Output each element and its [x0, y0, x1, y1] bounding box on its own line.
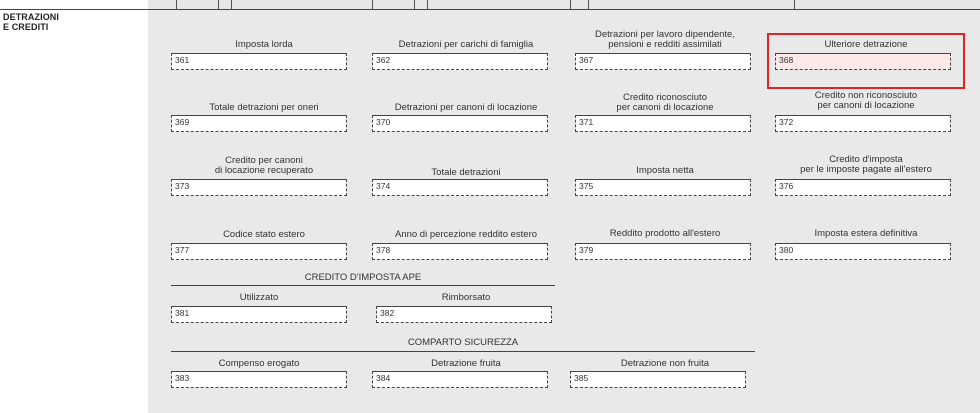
label-384: Detrazione fruita	[431, 358, 501, 369]
field-371[interactable]: 371	[575, 115, 751, 132]
code-382: 382	[380, 308, 395, 318]
code-370: 370	[376, 117, 391, 127]
label-369: Totale detrazioni per oneri	[209, 102, 319, 113]
top-divider	[414, 0, 415, 9]
label-379: Reddito prodotto all'estero	[609, 228, 721, 239]
label-370: Detrazioni per canoni di locazione	[394, 102, 538, 113]
top-divider	[176, 0, 177, 9]
label-383: Compenso erogato	[218, 358, 300, 369]
field-384[interactable]: 384	[372, 371, 548, 388]
label-381: Utilizzato	[239, 292, 279, 303]
label-367: Detrazioni per lavoro dipendente,pension…	[595, 29, 735, 50]
label-368: Ulteriore detrazione	[824, 39, 908, 50]
field-367[interactable]: 367	[575, 53, 751, 70]
field-382[interactable]: 382	[376, 306, 552, 323]
code-383: 383	[175, 373, 190, 383]
field-372[interactable]: 372	[775, 115, 951, 132]
label-378: Anno di percezione reddito estero	[394, 229, 538, 240]
field-373[interactable]: 373	[171, 179, 347, 196]
field-380[interactable]: 380	[775, 243, 951, 260]
code-378: 378	[376, 245, 391, 255]
ape-group-title: CREDITO D'IMPOSTA APE	[304, 272, 422, 283]
field-385[interactable]: 385	[570, 371, 746, 388]
field-361[interactable]: 361	[171, 53, 347, 70]
top-divider	[218, 0, 219, 9]
field-377[interactable]: 377	[171, 243, 347, 260]
top-divider	[427, 0, 428, 9]
code-385: 385	[574, 373, 589, 383]
label-374: Totale detrazioni	[431, 167, 501, 178]
label-361: Imposta lorda	[235, 39, 293, 50]
code-361: 361	[175, 55, 190, 65]
field-381[interactable]: 381	[171, 306, 347, 323]
code-373: 373	[175, 181, 190, 191]
code-362: 362	[376, 55, 391, 65]
label-375: Imposta netta	[636, 165, 694, 176]
top-divider	[588, 0, 589, 9]
label-380: Imposta estera definitiva	[814, 228, 918, 239]
label-382: Rimborsato	[441, 292, 491, 303]
section-title-line-1: DETRAZIONI	[3, 12, 59, 22]
code-369: 369	[175, 117, 190, 127]
code-372: 372	[779, 117, 794, 127]
field-379[interactable]: 379	[575, 243, 751, 260]
label-385: Detrazione non fruita	[620, 358, 710, 369]
top-strip	[148, 0, 980, 9]
field-378[interactable]: 378	[372, 243, 548, 260]
code-381: 381	[175, 308, 190, 318]
top-divider	[794, 0, 795, 9]
sicurezza-group-title: COMPARTO SICUREZZA	[407, 337, 519, 348]
form-panel	[148, 10, 980, 413]
code-379: 379	[579, 245, 594, 255]
code-371: 371	[579, 117, 594, 127]
code-374: 374	[376, 181, 391, 191]
field-383[interactable]: 383	[171, 371, 347, 388]
code-376: 376	[779, 181, 794, 191]
field-375[interactable]: 375	[575, 179, 751, 196]
section-title-line-2: E CREDITI	[3, 22, 49, 32]
field-369[interactable]: 369	[171, 115, 347, 132]
field-374[interactable]: 374	[372, 179, 548, 196]
code-368: 368	[779, 55, 794, 65]
top-divider	[372, 0, 373, 9]
label-362: Detrazioni per carichi di famiglia	[398, 39, 534, 50]
highlight-box	[767, 33, 965, 89]
code-375: 375	[579, 181, 594, 191]
field-376[interactable]: 376	[775, 179, 951, 196]
code-384: 384	[376, 373, 391, 383]
field-368[interactable]: 368	[775, 53, 951, 70]
code-367: 367	[579, 55, 594, 65]
top-rule	[0, 9, 980, 10]
top-divider	[231, 0, 232, 9]
field-370[interactable]: 370	[372, 115, 548, 132]
field-362[interactable]: 362	[372, 53, 548, 70]
ape-group-rule	[171, 285, 555, 286]
label-377: Codice stato estero	[223, 229, 305, 240]
section-title: DETRAZIONI E CREDITI	[3, 12, 59, 32]
sicurezza-group-rule	[171, 351, 755, 352]
code-380: 380	[779, 245, 794, 255]
top-divider	[570, 0, 571, 9]
code-377: 377	[175, 245, 190, 255]
